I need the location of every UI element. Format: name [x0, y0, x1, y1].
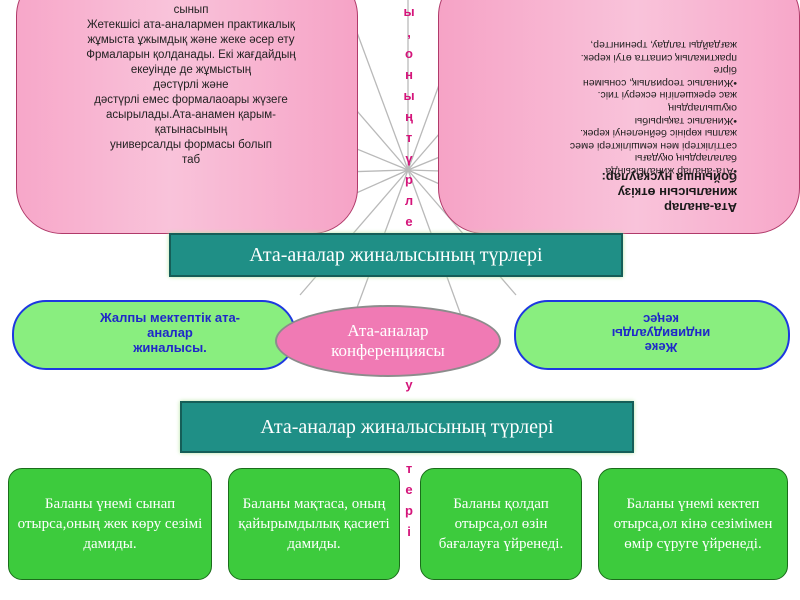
left-panel-text: сынып Жетекшісі ата-аналармен практикалы… — [86, 4, 296, 166]
left-info-panel: сынып Жетекшісі ата-аналармен практикалы… — [16, 0, 358, 234]
outcome-box-praise: Баланы мақтаса, оның қайырымдылық қасиет… — [228, 468, 400, 580]
outcome-box-support: Баланы қолдап отырса,ол өзін бағалауға ү… — [420, 468, 582, 580]
vertical-letter: ы — [403, 88, 415, 103]
banner-middle-title: Ата-аналар жиналысының түрлері — [180, 401, 634, 453]
vertical-letter: ң — [405, 109, 413, 124]
vertical-letter: р — [405, 172, 413, 187]
right-panel-text: •Ата-аналар жиналысында балалардың оқуда… — [569, 39, 737, 177]
vertical-letter: і — [407, 524, 411, 539]
vertical-letter: , — [407, 25, 411, 40]
vertical-letter: ы — [403, 4, 415, 19]
outcome-box-criticism: Баланы үнемі сынап отырса,оның жек көру … — [8, 468, 212, 580]
vertical-letter: е — [405, 482, 413, 497]
individual-consultation-label: Жеке индивидуалды кеңес — [611, 312, 711, 355]
vertical-letter: т — [405, 130, 413, 145]
general-school-meeting-panel: Жалпы мектептік ата- аналар жиналысы. — [12, 300, 296, 370]
vertical-letter: о — [405, 46, 413, 61]
right-info-panel: Ата-аналар жиналысын өткізу бойынша нұсқ… — [438, 0, 800, 234]
outcome-box-reproach: Баланы үнемі кектеп отырса,ол кінә сезім… — [598, 468, 788, 580]
vertical-letter: т — [405, 461, 413, 476]
right-panel-flipped-content: Ата-аналар жиналысын өткізу бойынша нұсқ… — [527, 0, 737, 233]
general-school-meeting-label: Жалпы мектептік ата- аналар жиналысы. — [99, 310, 241, 355]
vertical-letter: р — [405, 503, 413, 518]
vertical-letter: н — [405, 67, 413, 82]
vertical-letter: ү — [405, 151, 413, 166]
individual-consultation-panel: Жеке индивидуалды кеңес — [514, 300, 790, 370]
vertical-letter: л — [404, 193, 414, 208]
vertical-letter: у — [405, 377, 413, 392]
banner-top-title: Ата-аналар жиналысының түрлері — [169, 233, 623, 277]
parents-conference-oval: Ата-аналар конференциясы — [275, 305, 501, 377]
vertical-letter: е — [405, 214, 413, 229]
